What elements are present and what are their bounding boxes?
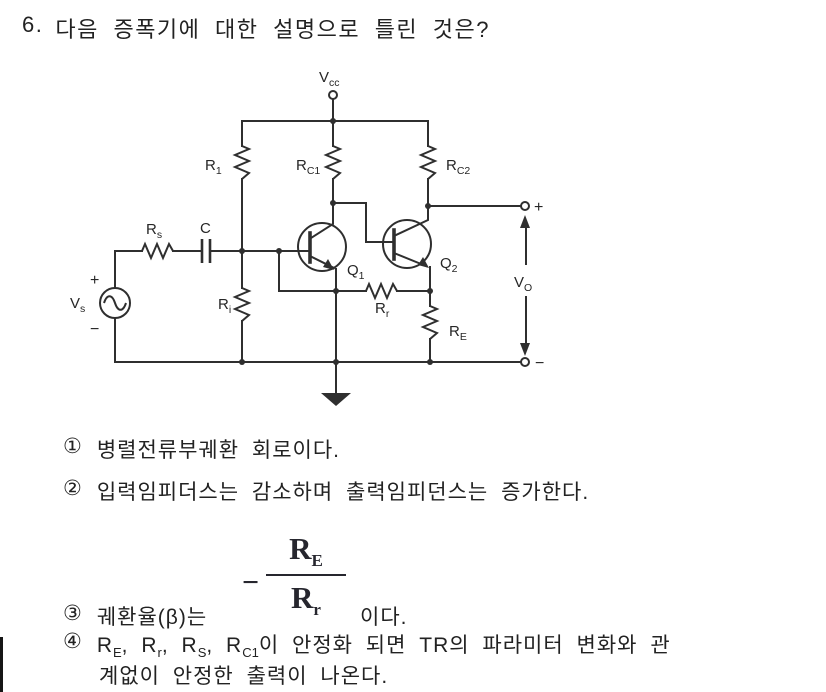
q1-emitter-arrow [323,259,334,270]
label-rc2: RC2 [446,157,470,177]
option-1: ① 병렬전류부궤환 회로이다. [63,434,340,464]
option-1-text: 병렬전류부궤환 회로이다. [96,439,341,462]
option-3-text: 궤환율(β)는 [96,606,208,629]
capacitor-c [200,239,212,263]
resistor-ri [232,287,252,322]
option-2-text: 입력임피더스는 감소하며 출력임피던스는 증가한다. [96,481,590,504]
label-source-plus: + [90,272,99,289]
resistors [141,145,440,340]
label-ri: Ri [218,296,231,316]
output-minus-terminal [520,357,530,367]
source-vs [99,287,131,319]
label-source-minus: − [90,321,99,338]
output-plus-terminal [520,201,530,211]
label-output-plus: + [534,199,543,216]
label-rr: Rr [375,300,390,320]
question-line: 6. 다음 증폭기에 대한 설명으로 틀린 것은? [22,12,490,44]
label-c: C [200,220,211,237]
question-text: 다음 증폭기에 대한 설명으로 틀린 것은? [55,17,490,42]
resistor-rr [365,281,398,301]
q2-emitter-arrow [418,257,429,268]
option-4-text-line1: RE, Rr, RS, RC1이 안정화 되면 TR의 파라미터 변화와 관 [96,634,671,661]
fraction-minus-sign: − [242,566,260,599]
option-3-suffix: 이다. [360,606,408,629]
option-3: ③ 궤환율(β)는 [63,601,207,631]
option-4-line1: ④ RE, Rr, RS, RC1이 안정화 되면 TR의 파라미터 변화와 관 [63,629,671,660]
fraction-denominator: Rr [291,580,321,620]
fraction-bar [266,574,346,577]
label-output-minus: − [535,355,544,372]
label-r1: R1 [205,157,222,177]
resistor-re [420,305,440,340]
label-vo: VO [514,274,532,294]
feedback-ratio-fraction: RE Rr [266,531,346,620]
label-rs: Rs [146,221,162,241]
question-number: 6. [22,12,44,37]
label-q1: Q1 [347,262,365,282]
option-1-number: ① [63,435,83,458]
vcc-terminal [328,90,338,100]
resistor-rc2 [418,145,438,180]
option-4-number: ④ [63,630,83,653]
resistor-r1 [232,145,252,180]
option-2: ② 입력임피더스는 감소하며 출력임피던스는 증가한다. [63,476,589,506]
fraction-numerator: RE [289,531,323,571]
option-2-number: ② [63,477,83,500]
label-rc1: RC1 [296,157,320,177]
terminals [328,90,530,367]
label-q2: Q2 [440,255,458,275]
vo-arrow-icon [520,215,530,356]
transistor-q2 [382,219,432,269]
label-vs: Vs [70,295,85,315]
label-re: RE [449,323,467,343]
transistor-q1 [297,222,347,272]
sine-icon [103,295,127,311]
option-4-line2: 계없이 안정한 출력이 나온다. [99,665,389,688]
page-edge-rule [0,637,3,692]
option-3-number: ③ [63,602,83,625]
resistor-rc1 [323,145,343,180]
junction-dots [239,118,433,365]
wires [114,98,527,395]
resistor-rs [141,241,174,261]
ground-icon [321,393,351,406]
label-vcc: Vcc [319,69,340,89]
